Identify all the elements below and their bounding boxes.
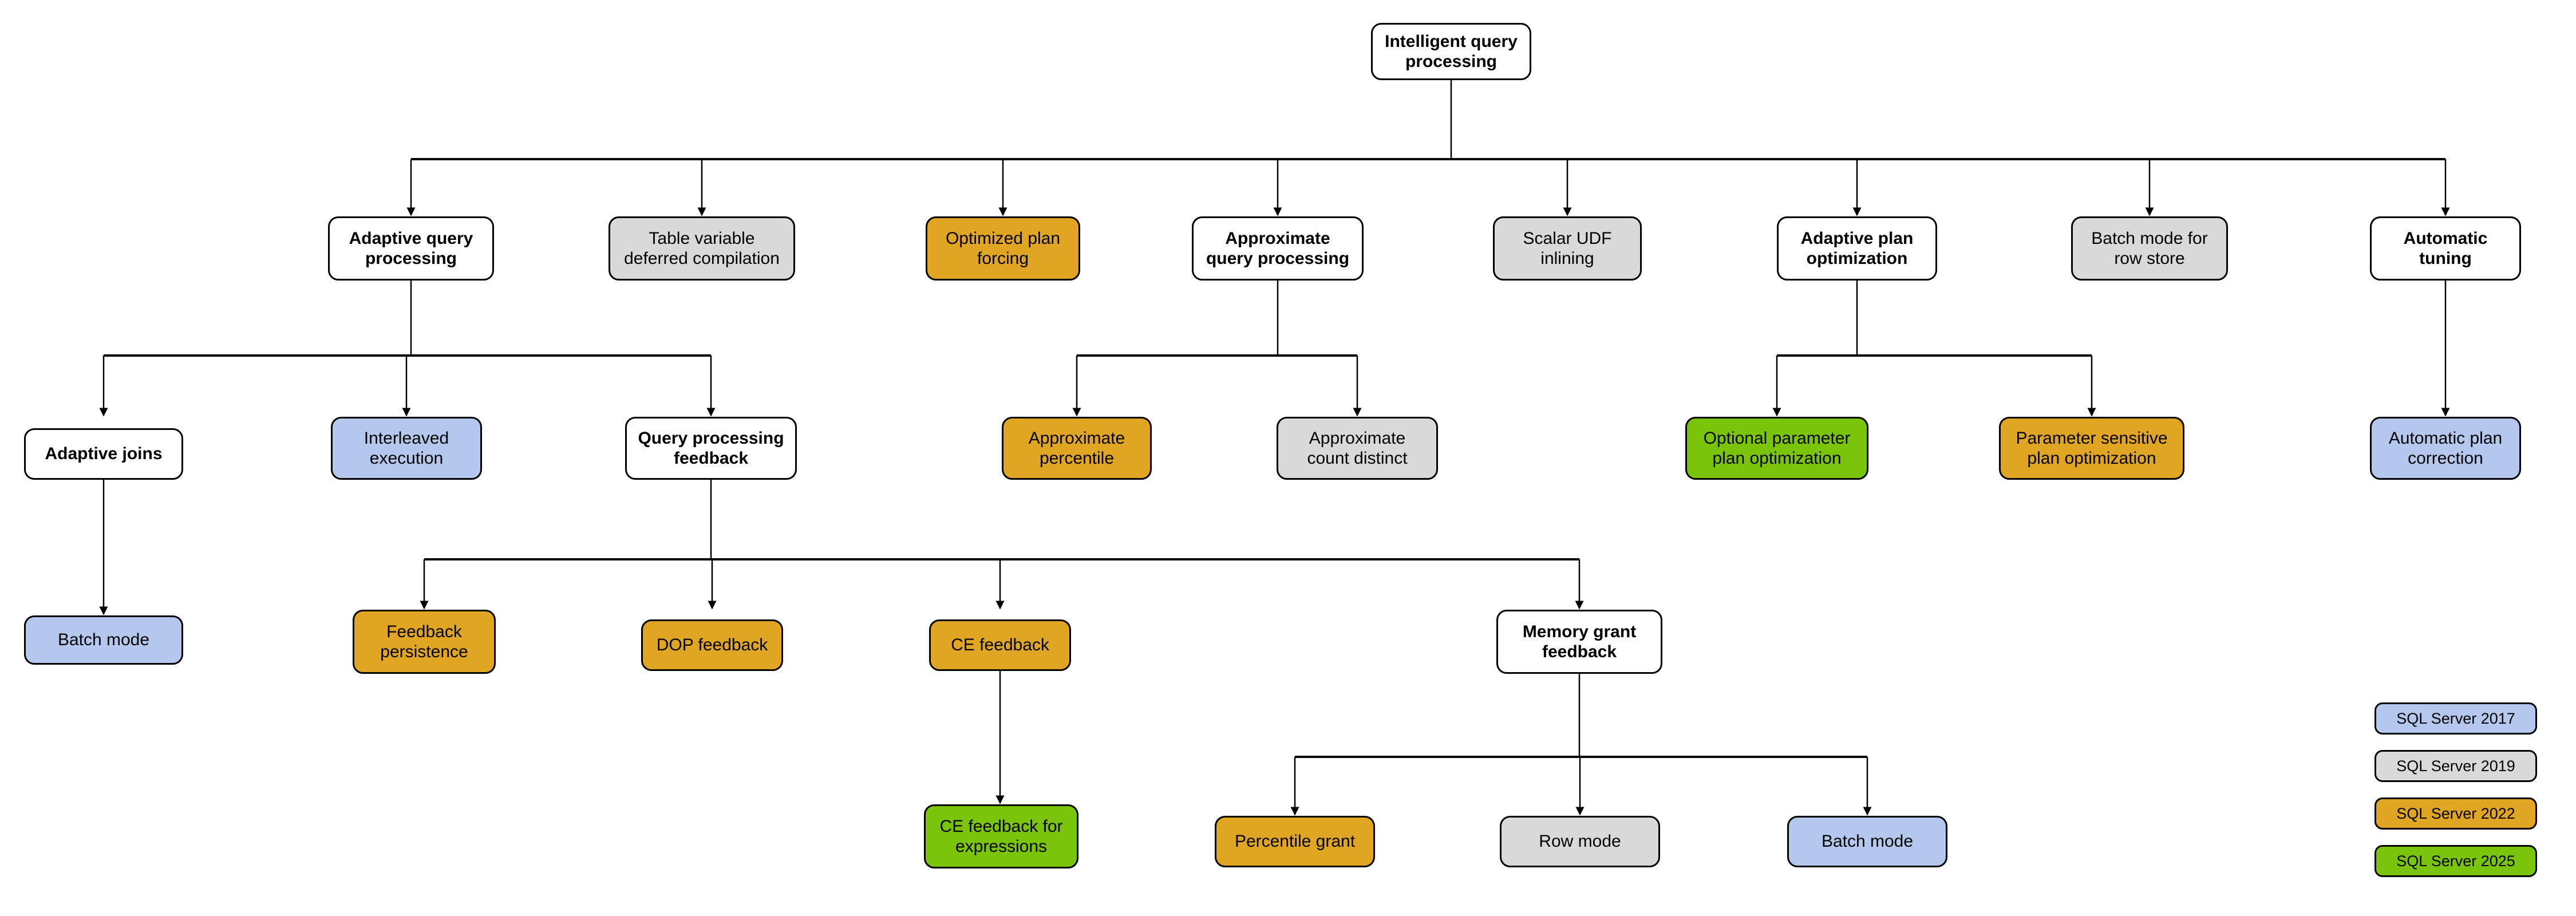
node-aqp[interactable]: Adaptive query processing (328, 216, 494, 281)
node-at[interactable]: Automatic tuning (2370, 216, 2521, 281)
legend-item-sql-server-2017: SQL Server 2017 (2374, 702, 2537, 735)
node-dop[interactable]: DOP feedback (641, 619, 783, 671)
node-qpf[interactable]: Query processing feedback (625, 417, 797, 480)
node-cefe[interactable]: CE feedback for expressions (924, 804, 1078, 868)
node-bm1[interactable]: Batch mode (24, 615, 183, 665)
node-cef[interactable]: CE feedback (929, 619, 1071, 671)
node-rm[interactable]: Row mode (1500, 816, 1660, 867)
node-apo[interactable]: Adaptive plan optimization (1777, 216, 1937, 281)
legend-item-sql-server-2022: SQL Server 2022 (2374, 797, 2537, 830)
legend-item-sql-server-2019: SQL Server 2019 (2374, 750, 2537, 782)
node-apc[interactable]: Automatic plan correction (2370, 417, 2521, 480)
node-acd[interactable]: Approximate count distinct (1277, 417, 1438, 480)
node-pspo[interactable]: Parameter sensitive plan optimization (1999, 417, 2184, 480)
node-aj[interactable]: Adaptive joins (24, 428, 183, 480)
node-root[interactable]: Intelligent query processing (1371, 23, 1531, 80)
node-pg[interactable]: Percentile grant (1215, 816, 1375, 867)
node-tvdc[interactable]: Table variable deferred compilation (609, 216, 795, 281)
node-mgf[interactable]: Memory grant feedback (1496, 610, 1662, 674)
node-bmrs[interactable]: Batch mode for row store (2071, 216, 2228, 281)
node-bm2[interactable]: Batch mode (1787, 816, 1947, 867)
legend-item-sql-server-2025: SQL Server 2025 (2374, 845, 2537, 877)
node-fp[interactable]: Feedback persistence (353, 610, 496, 674)
node-ie[interactable]: Interleaved execution (331, 417, 482, 480)
node-sudf[interactable]: Scalar UDF inlining (1493, 216, 1642, 281)
node-oppo[interactable]: Optional parameter plan optimization (1685, 417, 1868, 480)
node-opf[interactable]: Optimized plan forcing (926, 216, 1080, 281)
node-ap[interactable]: Approximate percentile (1002, 417, 1152, 480)
node-apq[interactable]: Approximate query processing (1192, 216, 1364, 281)
